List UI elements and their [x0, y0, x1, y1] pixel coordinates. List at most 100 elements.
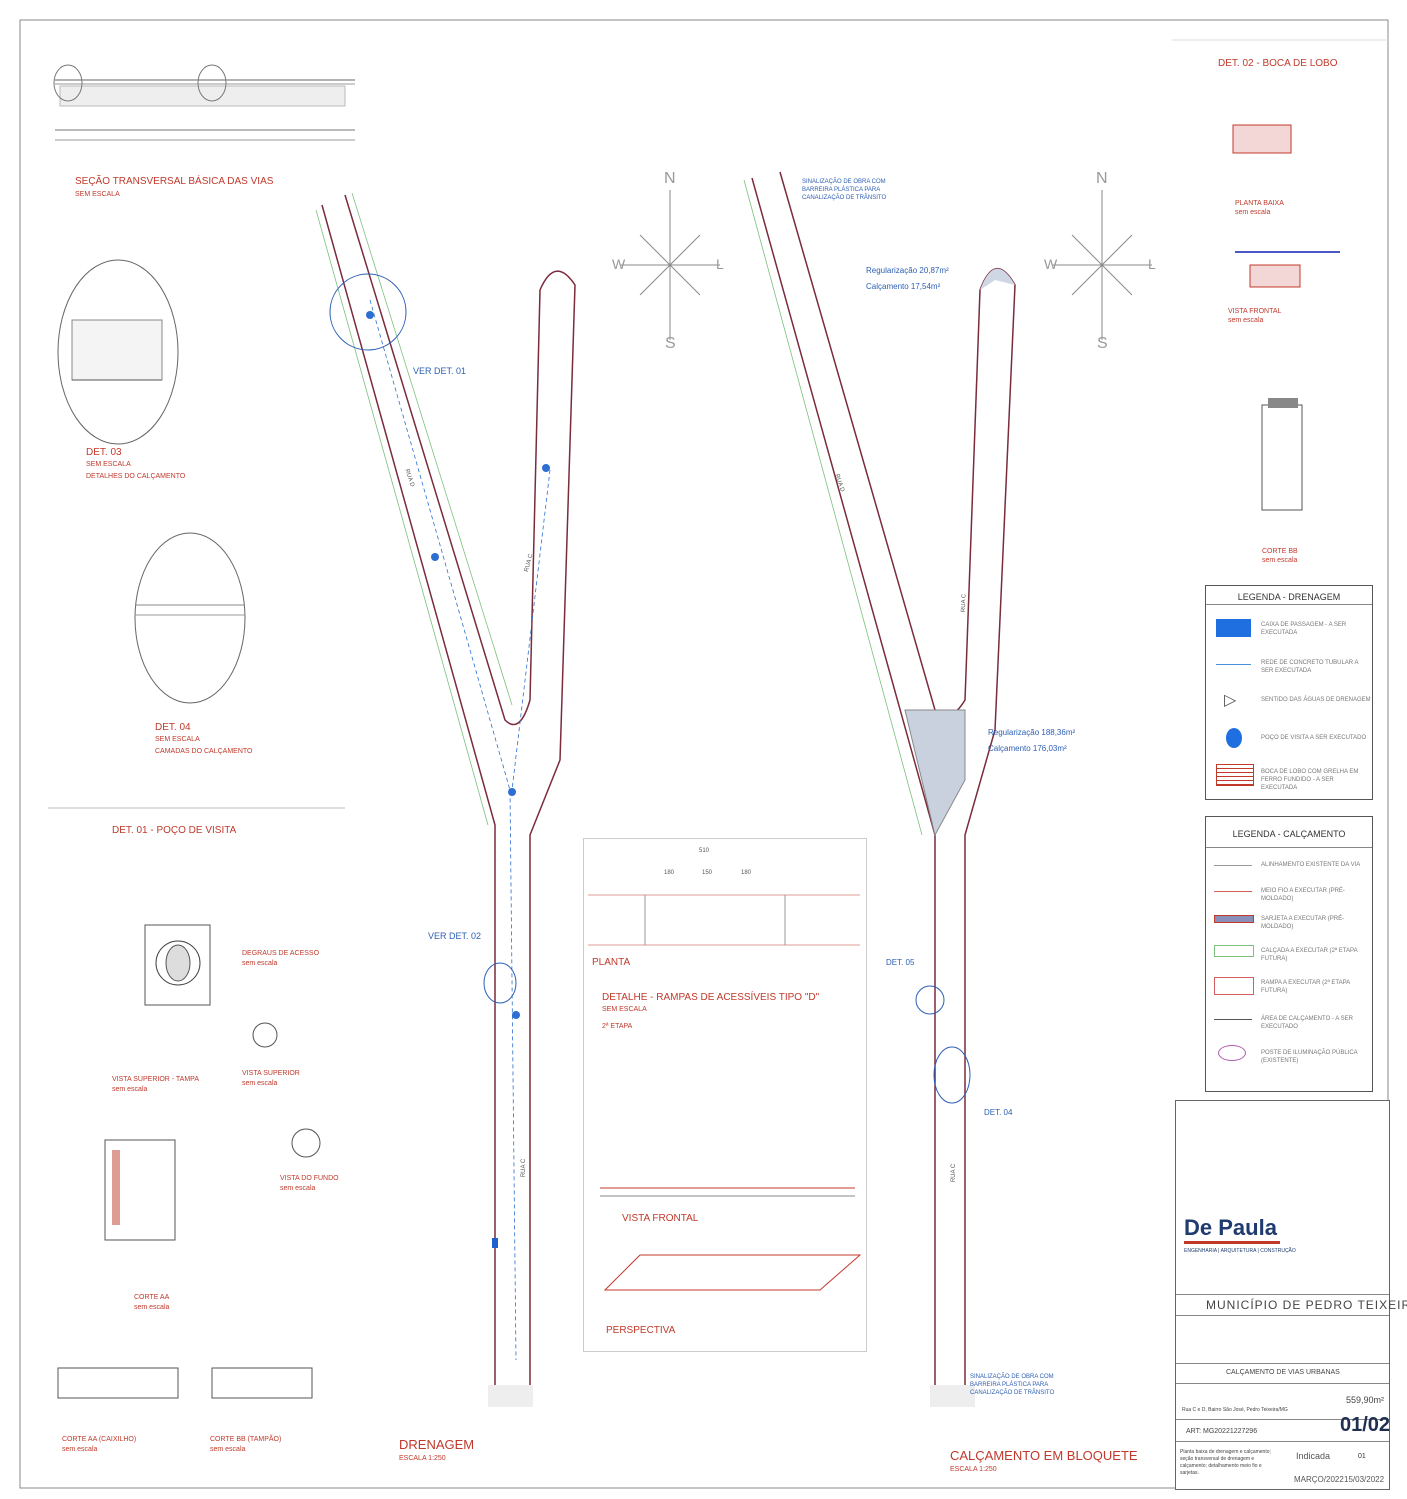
- legenda-calcamento: LEGENDA - CALÇAMENTO ALINHAMENTO EXISTEN…: [1205, 816, 1373, 1092]
- compass2-n: N: [1096, 170, 1108, 187]
- rampa-etapa: 2ª ETAPA: [602, 1023, 633, 1030]
- compass-calcamento: [1052, 190, 1152, 340]
- ld-arrow-icon: ▷: [1224, 692, 1237, 709]
- compass-l: L: [716, 256, 724, 272]
- degraus-sub: sem escala: [242, 960, 278, 967]
- area: 559,90m²: [1346, 1395, 1385, 1405]
- pb-sub: sem escala: [1235, 209, 1271, 216]
- ca-sub: sem escala: [134, 1304, 170, 1311]
- calcamento-title: CALÇAMENTO EM BLOQUETE: [950, 1448, 1138, 1463]
- caix-sub: sem escala: [62, 1446, 98, 1453]
- municipio: MUNICÍPIO DE PEDRO TEIXEIRA: [1206, 1298, 1407, 1312]
- rampa-planta: PLANTA: [592, 957, 631, 968]
- det04-circle: [134, 532, 246, 704]
- lc-item-4: RAMPA A EXECUTAR (2ª ETAPA FUTURA): [1261, 980, 1350, 994]
- secao-transversal-drawing: [53, 64, 355, 141]
- calcamento-1: Calçamento 17,54m²: [866, 282, 941, 291]
- cb-sub: sem escala: [1262, 557, 1298, 564]
- sinalizacao-top: SINALIZAÇÃO DE OBRA COM BARREIRA PLÁSTIC…: [802, 179, 887, 201]
- compass-drenagem: [620, 190, 720, 340]
- compass2-l: L: [1148, 256, 1156, 272]
- det03-caption: DETALHES DO CALÇAMENTO: [86, 473, 186, 480]
- rampa-dim-b: 150: [702, 870, 713, 876]
- ld-item-1: REDE DE CONCRETO TUBULAR A SER EXECUTADA: [1261, 660, 1359, 674]
- calcamento-plan: [743, 171, 1016, 1407]
- legenda-drenagem-title: LEGENDA - DRENAGEM: [1237, 592, 1341, 602]
- vista-fundo: VISTA DO FUNDO: [280, 1175, 339, 1182]
- compass2-w: W: [1044, 256, 1058, 272]
- rampa-dim-c: 180: [741, 870, 752, 876]
- legenda-drenagem: LEGENDA - DRENAGEM CAIXA DE PASSAGEM - A…: [1205, 585, 1373, 800]
- compass-w: W: [612, 256, 626, 272]
- secao-sub: SEM ESCALA: [75, 191, 120, 198]
- vst-sub: sem escala: [112, 1086, 148, 1093]
- company-bar: [1184, 1241, 1280, 1244]
- tamp-sub: sem escala: [210, 1446, 246, 1453]
- ld-bl-icon: [1216, 764, 1254, 786]
- cal-rua-c: RUA C: [960, 593, 968, 613]
- corte-aa-caixilho: CORTE AA (CAIXILHO): [62, 1436, 137, 1443]
- rampa-detail-box: 510 180 150 180 PLANTA DETALHE - RAMPAS …: [583, 838, 867, 1352]
- planta-baixa: PLANTA BAIXA: [1235, 200, 1284, 207]
- vista-superior: VISTA SUPERIOR: [242, 1070, 300, 1077]
- rampa-vista-frontal: VISTA FRONTAL: [622, 1213, 699, 1224]
- vf-sub: sem escala: [280, 1185, 316, 1192]
- title-block: De Paula ENGENHARIA | ARQUITETURA | CONS…: [1175, 1100, 1407, 1490]
- cal-rua-c-2: RUA C: [951, 1163, 958, 1183]
- escala: Indicada: [1296, 1451, 1331, 1461]
- det01-title: DET. 01 - POÇO DE VISITA: [112, 825, 237, 836]
- lc-item-6: POSTE DE ILUMINAÇÃO PÚBLICA (EXISTENTE): [1261, 1050, 1358, 1064]
- rampa-dim-total: 510: [699, 848, 710, 854]
- rampa-perspectiva: PERSPECTIVA: [606, 1325, 676, 1336]
- conteudo: Planta baixa de drenagem e calçamento; s…: [1180, 1449, 1271, 1476]
- vista-frontal-bl: VISTA FRONTAL: [1228, 308, 1282, 315]
- corte-bb: CORTE BB: [1262, 548, 1298, 555]
- ld-item-3: POÇO DE VISITA A SER EXECUTADO: [1261, 735, 1367, 741]
- det02-title: DET. 02 - BOCA DE LOBO: [1218, 58, 1338, 69]
- rampa-sub: SEM ESCALA: [602, 1006, 647, 1013]
- drenagem-title: DRENAGEM: [399, 1437, 475, 1452]
- drenagem-escala: ESCALA 1:250: [399, 1455, 446, 1462]
- rampa-title: DETALHE - RAMPAS DE ACESSÍVEIS TIPO "D": [602, 992, 820, 1003]
- vf-bl-sub: sem escala: [1228, 317, 1264, 324]
- lc-item-3: CALÇADA A EXECUTAR (2ª ETAPA FUTURA): [1261, 948, 1358, 962]
- local: Rua C e D, Bairro São José, Pedro Teixei…: [1182, 1407, 1288, 1413]
- compass-s: S: [665, 335, 676, 352]
- rua-c-label-2: RUA C: [521, 1158, 528, 1178]
- lc-item-5: ÁREA DE CALÇAMENTO - A SER EXECUTADO: [1261, 1016, 1353, 1030]
- ld-item-4: BOCA DE LOBO COM GRELHA EM FERRO FUNDIDO…: [1261, 769, 1359, 791]
- art: ART: MG20221227296: [1186, 1428, 1258, 1435]
- ld-item-0: CAIXA DE PASSAGEM - A SER EXECUTADA: [1261, 622, 1347, 636]
- data: MARÇO/2022: [1294, 1475, 1344, 1484]
- lc-item-2: SARJETA A EXECUTAR (PRÉ-MOLDADO): [1261, 916, 1345, 930]
- folha: 01/02: [1340, 1414, 1391, 1436]
- lc-poste-icon: [1218, 1045, 1246, 1061]
- compass-n: N: [664, 170, 676, 187]
- ver-det-02-label: VER DET. 02: [428, 931, 482, 941]
- calcamento-escala: ESCALA 1:250: [950, 1466, 997, 1473]
- det04-sub: SEM ESCALA: [155, 736, 200, 743]
- ver-det-01-label: VER DET. 01: [413, 366, 467, 376]
- det05-label: DET. 05: [886, 958, 915, 967]
- compass2-s: S: [1097, 335, 1108, 352]
- vs-sub: sem escala: [242, 1080, 278, 1087]
- regularizacao-1: Regularização 20,87m²: [866, 266, 949, 275]
- det04-caption: CAMADAS DO CALÇAMENTO: [155, 748, 253, 755]
- secao-title: SEÇÃO TRANSVERSAL BÁSICA DAS VIAS: [75, 176, 274, 187]
- regularizacao-2: Regularização 188,36m²: [988, 728, 1076, 737]
- det03-title: DET. 03: [86, 447, 122, 458]
- objeto: CALÇAMENTO DE VIAS URBANAS: [1226, 1369, 1340, 1376]
- revisao: 01: [1358, 1453, 1366, 1460]
- drenagem-plan: [315, 192, 576, 1407]
- rampa-dim-a: 180: [664, 870, 675, 876]
- ld-pv-icon: [1226, 728, 1242, 748]
- company-name: De Paula: [1184, 1215, 1277, 1240]
- det03-sub: SEM ESCALA: [86, 461, 131, 468]
- degraus-title: DEGRAUS DE ACESSO: [242, 950, 320, 957]
- sinalizacao-bottom: SINALIZAÇÃO DE OBRA COM BARREIRA PLÁSTIC…: [970, 1374, 1055, 1396]
- corte-bb-tampao: CORTE BB (TAMPÃO): [210, 1436, 282, 1443]
- det03-circle: [57, 259, 179, 445]
- ld-item-2: SENTIDO DAS ÁGUAS DE DRENAGEM: [1261, 697, 1371, 703]
